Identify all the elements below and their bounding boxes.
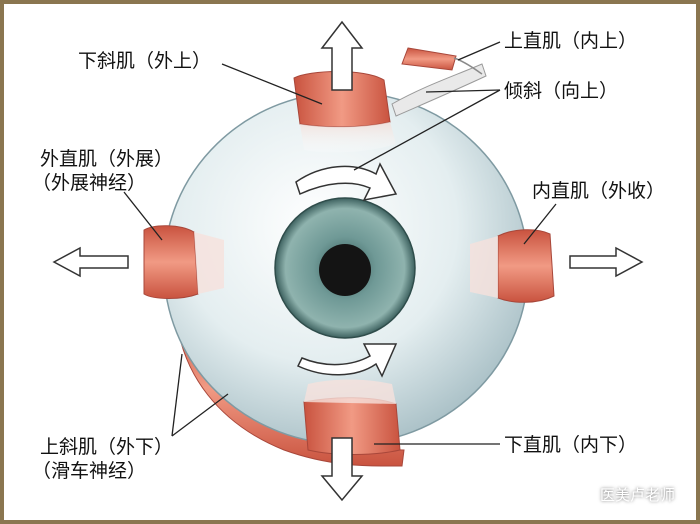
label-lateral-rectus-line1: 外直肌（外展） bbox=[40, 148, 174, 170]
arrow-left bbox=[52, 246, 129, 278]
label-tilt: 倾斜（向上） bbox=[504, 80, 619, 102]
inferior-rectus-muscle bbox=[303, 379, 401, 455]
wechat-icon bbox=[570, 486, 596, 507]
eye-muscle-diagram bbox=[52, 20, 644, 507]
superior-rectus-muscle bbox=[293, 71, 396, 153]
label-lateral-rectus-line2: （外展神经） bbox=[32, 172, 147, 194]
rotation-arrow-lower bbox=[296, 343, 398, 378]
label-superior-oblique-line2: （滑车神经） bbox=[32, 460, 147, 482]
label-medial-rectus: 内直肌（外收） bbox=[532, 180, 666, 202]
arrow-up bbox=[320, 20, 364, 91]
lateral-rectus-muscle bbox=[143, 225, 224, 299]
medial-rectus-muscle bbox=[470, 229, 555, 303]
arrow-right bbox=[569, 246, 644, 278]
label-inferior-rectus: 下直肌（内下） bbox=[504, 434, 638, 456]
label-inferior-oblique: 下斜肌（外上） bbox=[78, 50, 212, 72]
label-superior-oblique-line1: 上斜肌（外下） bbox=[40, 436, 174, 458]
arrow-down bbox=[320, 437, 364, 502]
watermark-text: 医美卢老师 bbox=[600, 486, 676, 504]
oblique-tendon bbox=[391, 47, 487, 117]
pupil bbox=[319, 244, 371, 296]
label-superior-rectus: 上直肌（内上） bbox=[504, 30, 638, 52]
rotation-arrow-upper bbox=[295, 162, 398, 202]
leader-lines bbox=[123, 41, 557, 445]
